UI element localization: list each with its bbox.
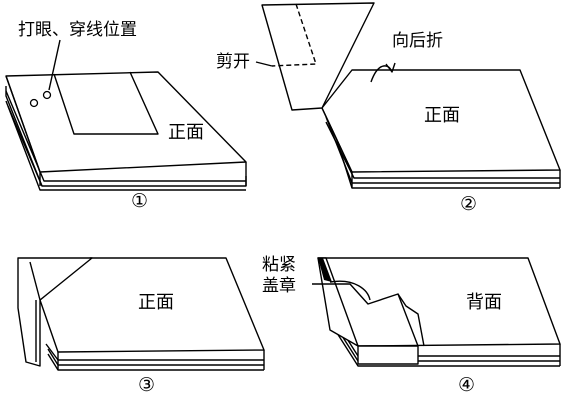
document-stack xyxy=(5,71,247,191)
folded-back-flap xyxy=(261,2,375,111)
spine-fold-edge xyxy=(29,261,41,301)
panel-3: 正面 ③ xyxy=(17,257,265,396)
cover-flap xyxy=(53,71,159,135)
cut-label: 剪开 xyxy=(216,52,250,72)
glued-strip-front xyxy=(357,345,419,365)
glued-strip-step xyxy=(397,293,425,347)
front-face-label: 正面 xyxy=(138,292,174,313)
cut-line-dashed xyxy=(271,3,317,67)
glue-label-line-2: 盖章 xyxy=(262,276,296,296)
binding-hole-bottom xyxy=(29,98,39,108)
document-stack xyxy=(39,257,265,371)
step-number-3: ③ xyxy=(138,374,155,396)
seal-stamp-arc xyxy=(329,280,371,301)
front-face-label: 正面 xyxy=(168,122,204,143)
step-number-4: ④ xyxy=(458,374,475,396)
document-stack xyxy=(321,69,561,189)
binding-hole-top xyxy=(42,90,52,100)
cut-leader-line xyxy=(255,61,273,67)
hole-position-caption: 打眼、穿线位置 xyxy=(18,20,137,40)
fold-arrowhead xyxy=(385,62,396,73)
step-number-2: ② xyxy=(460,193,477,215)
flap-shading xyxy=(318,258,332,282)
glue-label-line-1: 粘紧 xyxy=(262,255,296,275)
panel-1: 打眼、穿线位置 正面 ① xyxy=(5,20,247,212)
document-stack xyxy=(317,257,561,367)
glued-strip-top xyxy=(330,283,419,347)
back-face-label: 背面 xyxy=(466,292,502,313)
panel-2: 剪开 向后折 正面 ② xyxy=(216,2,561,215)
front-face-label: 正面 xyxy=(424,105,460,126)
panel-4: 粘紧 盖章 背面 ④ xyxy=(262,255,561,396)
caption-leader-line xyxy=(48,39,61,91)
fold-back-label: 向后折 xyxy=(392,31,443,51)
step-number-1: ① xyxy=(131,190,148,212)
